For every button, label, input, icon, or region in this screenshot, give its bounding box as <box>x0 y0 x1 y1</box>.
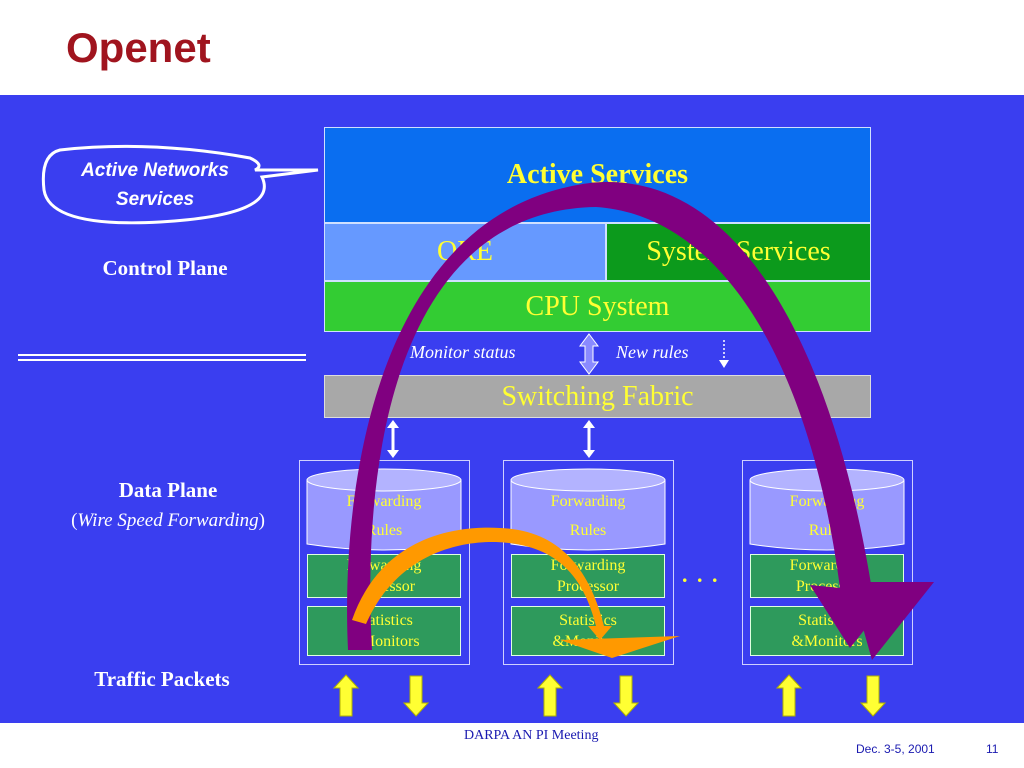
control-plane-label: Control Plane <box>102 256 228 280</box>
module-2-rules: Forwarding Rules <box>550 493 626 539</box>
orange-arc-arrow <box>352 527 612 640</box>
separator-line-bottom <box>18 359 306 361</box>
rules-cylinder-1 <box>306 468 462 551</box>
orange-arrowhead <box>560 636 680 658</box>
footer-page-number: 11 <box>986 742 999 756</box>
purple-arrowhead <box>850 582 934 660</box>
footer-meeting: DARPA AN PI Meeting <box>464 728 599 743</box>
footer-date: Dec. 3-5, 2001 <box>856 742 935 756</box>
bubble-line2: Services <box>115 189 195 210</box>
switching-fabric-box: Switching Fabric <box>324 375 871 418</box>
separator-line-top <box>18 354 306 356</box>
new-rules-label: New rules <box>616 342 689 362</box>
bubble-line1: Active Networks <box>81 160 229 181</box>
more-modules-ellipsis: . . . <box>682 562 720 587</box>
data-plane-label: Data Plane <box>118 478 218 502</box>
forwarding-module-2 <box>503 460 674 665</box>
rules-cylinder-2 <box>510 468 666 551</box>
rules-cylinder-3 <box>749 468 905 551</box>
purple-arc-arrow <box>347 182 897 650</box>
traffic-arrows <box>332 674 887 717</box>
module-1-statistics: Statistics&Monitors <box>307 606 461 656</box>
monitor-double-arrow <box>579 333 599 375</box>
bubble-text: Active Networks Services <box>52 156 258 214</box>
monitor-status-label: Monitor status <box>410 342 516 362</box>
wire-speed-label: (Wire Speed Forwarding) <box>71 510 265 531</box>
traffic-packets-label: Traffic Packets <box>94 667 230 691</box>
forwarding-module-1 <box>299 460 470 665</box>
slide-title: Openet <box>66 24 211 71</box>
